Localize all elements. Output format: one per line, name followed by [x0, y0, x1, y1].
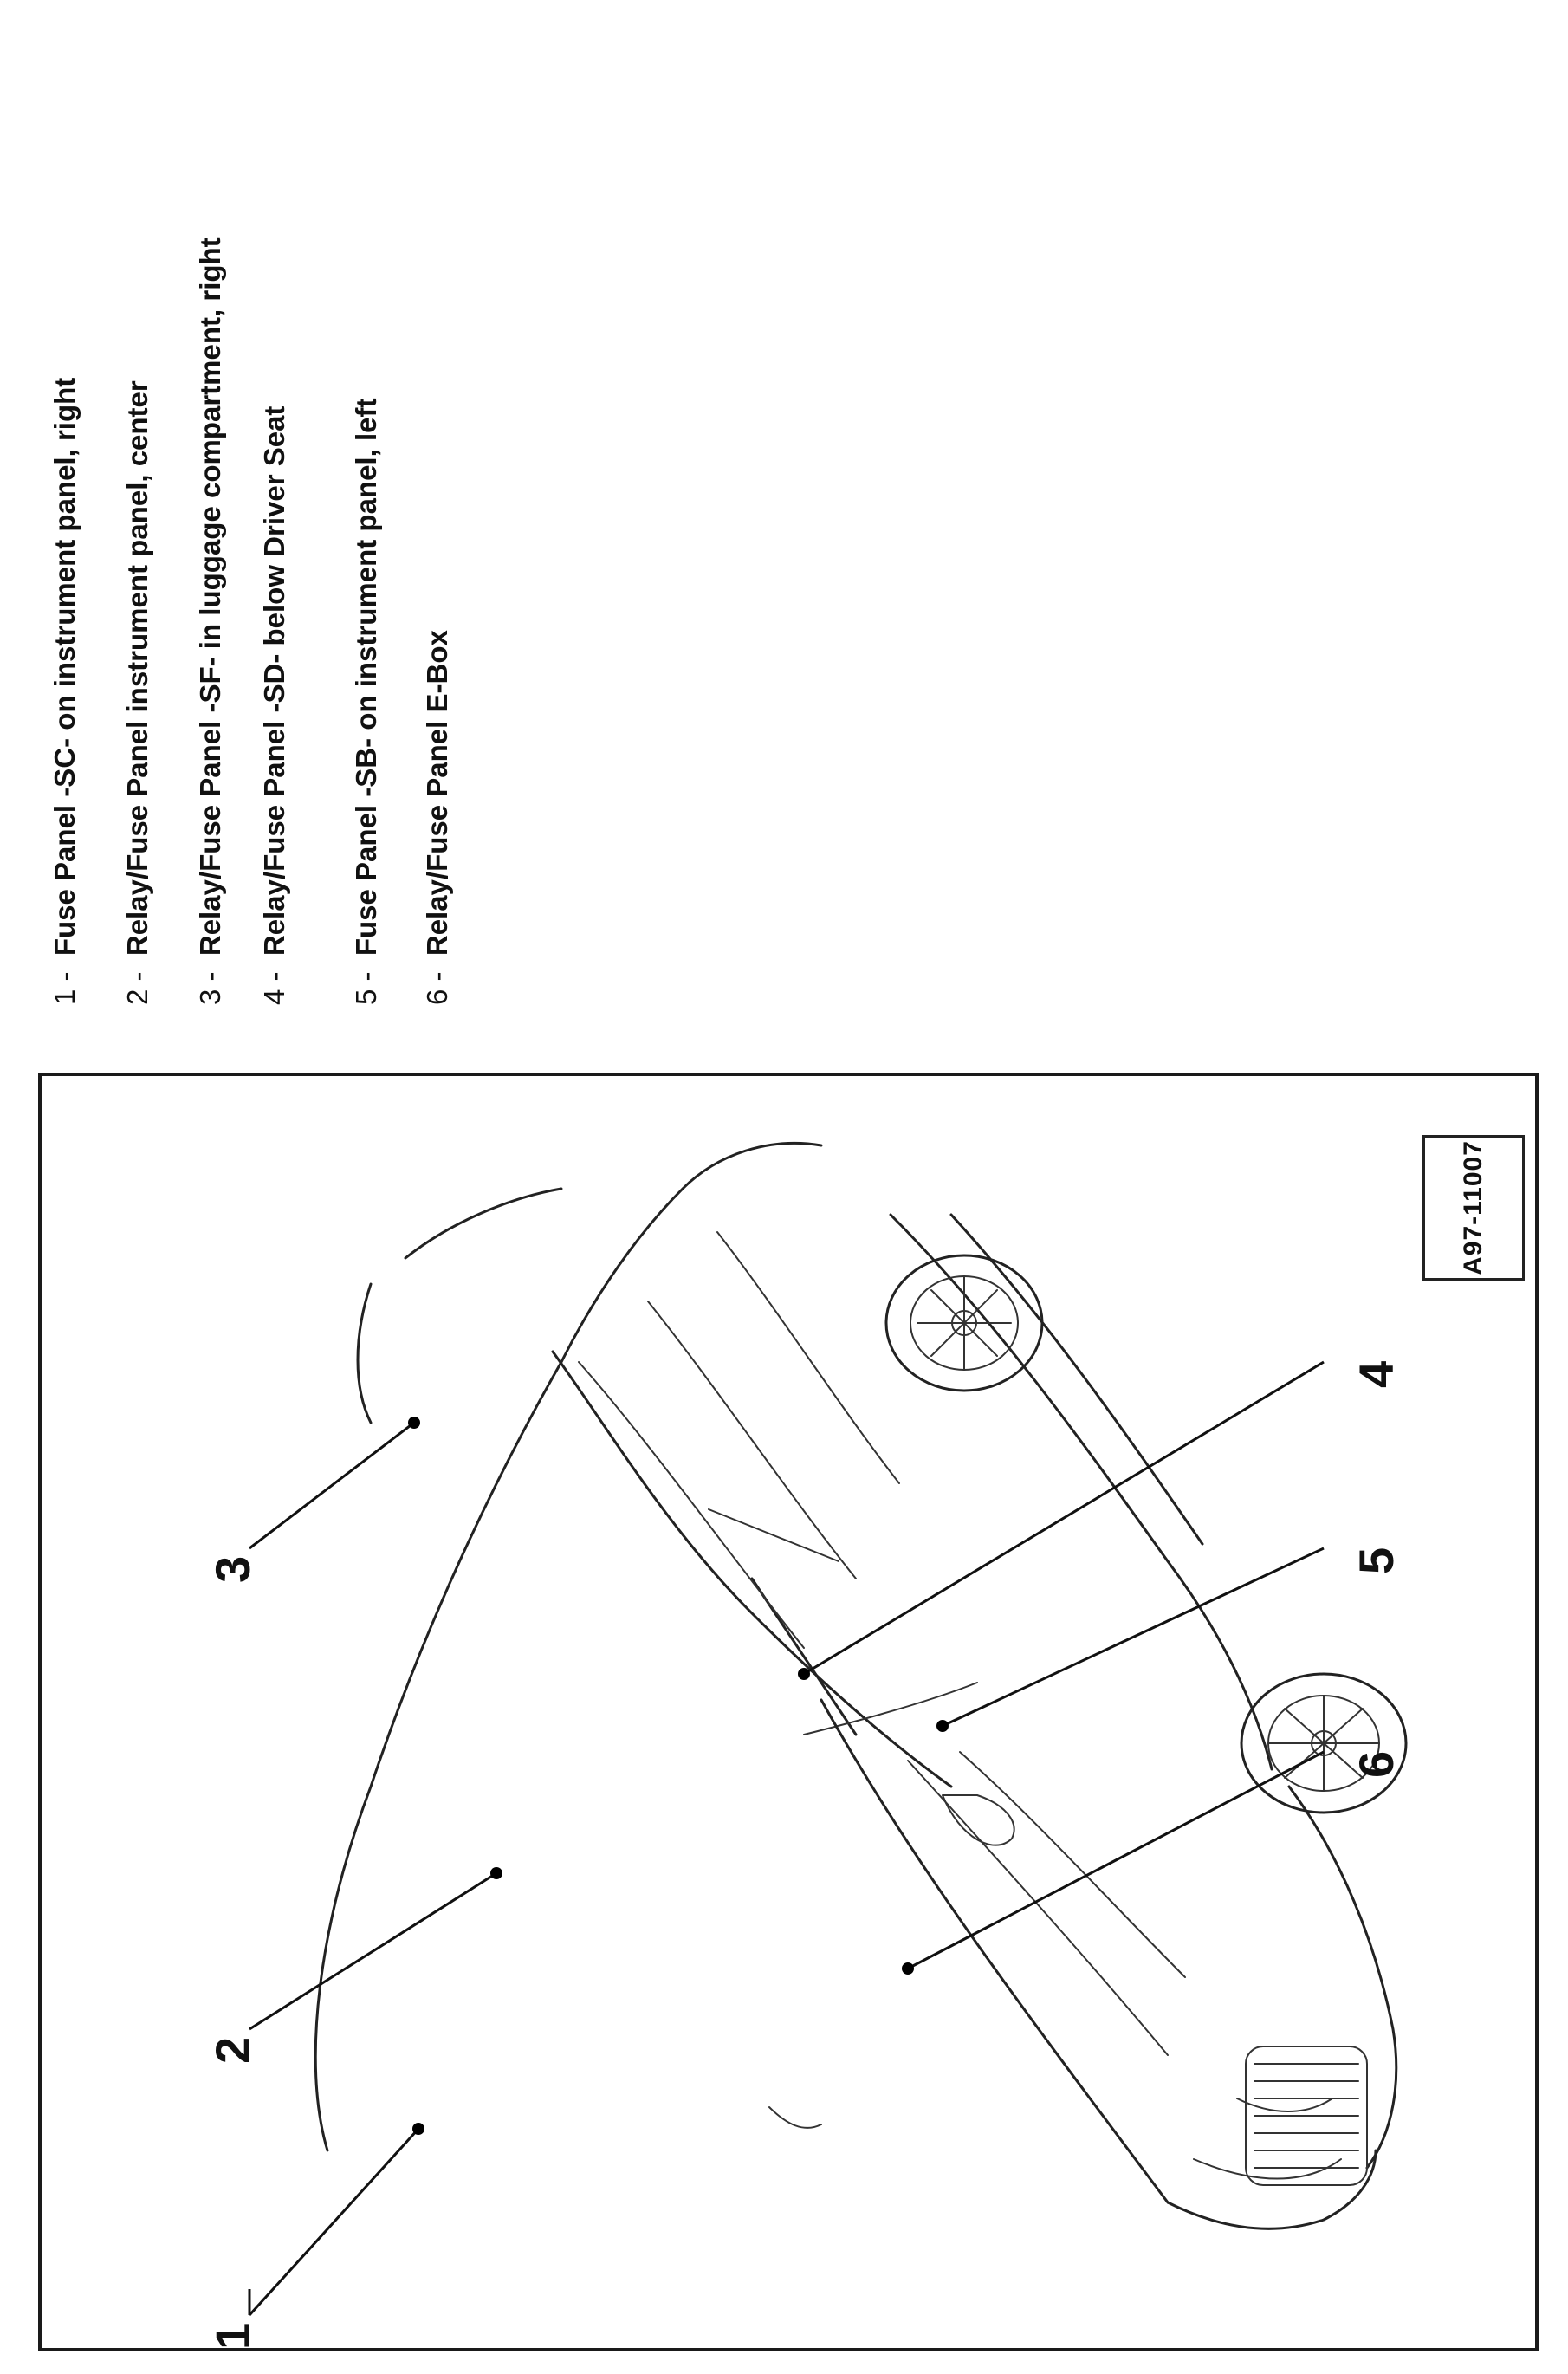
- leader-line-6: [907, 1750, 1325, 1970]
- callout-3: 3: [205, 1556, 260, 1583]
- legend-text-1: Fuse Panel -SC- on instrument panel, rig…: [49, 377, 81, 957]
- leader-line-3: [249, 1421, 415, 1550]
- marker-5: [936, 1720, 949, 1732]
- leader-line-1: [248, 2127, 420, 2317]
- legend-text-4: Relay/Fuse Panel -SD- below Driver Seat: [258, 405, 290, 957]
- leader-line-5: [942, 1547, 1325, 1728]
- car-body-outline: [314, 1142, 1398, 2230]
- legend-text-5: Fuse Panel -SB- on instrument panel, lef…: [350, 398, 382, 957]
- legend-item-3: 3 - Relay/Fuse Panel -SF- in luggage com…: [194, 237, 226, 1005]
- legend-item-1: 1 - Fuse Panel -SC- on instrument panel,…: [49, 377, 81, 1005]
- front-wheel: [1240, 1672, 1408, 1814]
- figure-number: A97-11007: [1422, 1135, 1525, 1281]
- rear-wheel: [884, 1254, 1044, 1392]
- leader-line-2: [249, 1871, 497, 2031]
- callout-1: 1: [205, 2323, 260, 2348]
- marker-4: [798, 1668, 810, 1680]
- callout-6: 6: [1349, 1751, 1403, 1778]
- marker-6: [902, 1962, 914, 1975]
- legend-item-5: 5 - Fuse Panel -SB- on instrument panel,…: [350, 398, 382, 1005]
- legend-item-6: 6 - Relay/Fuse Panel E-Box: [421, 630, 453, 1005]
- car-diagram: 1 2 3 4 5 6: [205, 1142, 1408, 2348]
- marker-3: [408, 1417, 420, 1429]
- marker-1: [412, 2123, 424, 2135]
- callouts: 1 2 3 4 5 6: [205, 1360, 1403, 2348]
- legend-text-3: Relay/Fuse Panel -SF- in luggage compart…: [194, 237, 226, 957]
- callout-2: 2: [205, 2037, 260, 2064]
- legend-text-6: Relay/Fuse Panel E-Box: [421, 630, 453, 957]
- leader-line-4: [803, 1360, 1325, 1676]
- car-diagram-figure: 1 2 3 4 5 6: [38, 1073, 1539, 2351]
- callout-4: 4: [1349, 1361, 1403, 1388]
- legend-item-2: 2 - Relay/Fuse Panel instrument panel, c…: [121, 380, 153, 1005]
- legend-text-2: Relay/Fuse Panel instrument panel, cente…: [121, 380, 153, 957]
- legend-item-4: 4 - Relay/Fuse Panel -SD- below Driver S…: [258, 405, 290, 1005]
- marker-2: [490, 1867, 502, 1879]
- callout-5: 5: [1349, 1547, 1403, 1574]
